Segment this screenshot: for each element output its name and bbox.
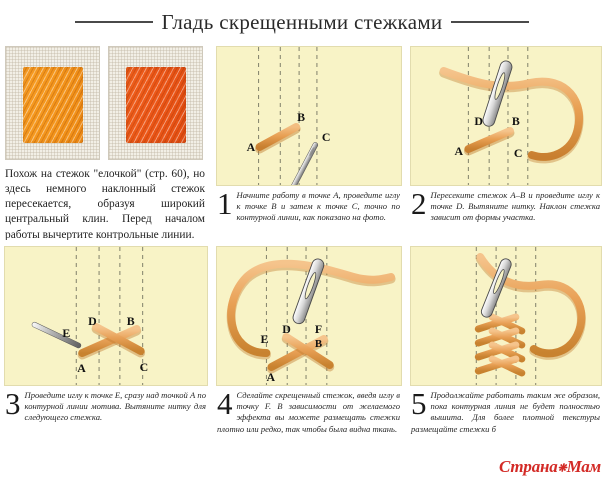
svg-text:A: A [247, 140, 256, 154]
svg-text:B: B [297, 110, 305, 124]
svg-text:C: C [322, 130, 331, 144]
step-number-1: 1 [217, 186, 233, 221]
tutorial-grid: Похож на стежок "елочкой" (стр. 60), но … [0, 40, 604, 439]
sample-photos [1, 40, 211, 160]
step-text-4: Сделайте скрещенный стежок, введя иглу в… [217, 390, 400, 434]
step-number-4: 4 [217, 386, 233, 421]
svg-text:B: B [127, 314, 135, 328]
step-art-2: D B A C [411, 47, 601, 185]
title-rule-right [451, 21, 530, 23]
step-number-2: 2 [411, 186, 427, 221]
svg-text:F: F [315, 322, 322, 336]
step-art-4: E D F B A [217, 247, 401, 385]
svg-text:E: E [261, 332, 269, 346]
watermark-text-before: Страна [499, 457, 558, 476]
watermark-text-after: Мам [566, 457, 602, 476]
svg-text:D: D [282, 322, 291, 336]
sample-photo-dark [108, 46, 203, 160]
svg-text:E: E [62, 326, 70, 340]
step-text-5: Продолжайте работать таким же образом, п… [411, 390, 600, 434]
svg-text:A: A [455, 144, 464, 158]
step-text-2: Пересеките стежок А–В и проведите иглу к… [430, 190, 601, 223]
step-illustration-2: D B A C [410, 46, 602, 186]
step-art-5 [411, 247, 601, 385]
title-rule-left [74, 21, 153, 23]
svg-text:B: B [315, 338, 322, 350]
svg-text:D: D [474, 114, 483, 128]
svg-text:A: A [266, 370, 275, 384]
deep-orange-sample [126, 67, 186, 143]
step-illustration-1: A B C [216, 46, 402, 186]
intro-paragraph: Похож на стежок "елочкой" (стр. 60), но … [5, 168, 205, 240]
watermark-separator-icon: ❋ [557, 462, 567, 475]
page-title: Гладь скрещенными стежками [161, 9, 443, 34]
step-illustration-5 [410, 246, 602, 386]
svg-text:A: A [77, 361, 86, 375]
svg-text:C: C [140, 360, 149, 374]
step-number-5: 5 [411, 386, 427, 421]
step-number-3: 3 [5, 386, 21, 421]
step-text-3: Проведите иглу к точке Е, сразу над точк… [24, 390, 207, 423]
step-art-1: A B C [217, 47, 401, 185]
light-orange-sample [23, 67, 83, 143]
intro-cell: Похож на стежок "елочкой" (стр. 60), но … [1, 40, 211, 240]
svg-text:D: D [88, 314, 97, 328]
step-illustration-3: E D B A C [4, 246, 208, 386]
step-art-3: E D B A C [5, 247, 207, 385]
watermark: Страна❋Мам [499, 457, 601, 477]
sample-photo-light [5, 46, 100, 160]
svg-text:C: C [514, 146, 523, 160]
svg-text:B: B [512, 114, 520, 128]
step-illustration-4: E D F B A [216, 246, 402, 386]
page-header: Гладь скрещенными стежками [0, 0, 604, 40]
step-text-1: Начните работу в точке А, проведите иглу… [236, 190, 401, 223]
